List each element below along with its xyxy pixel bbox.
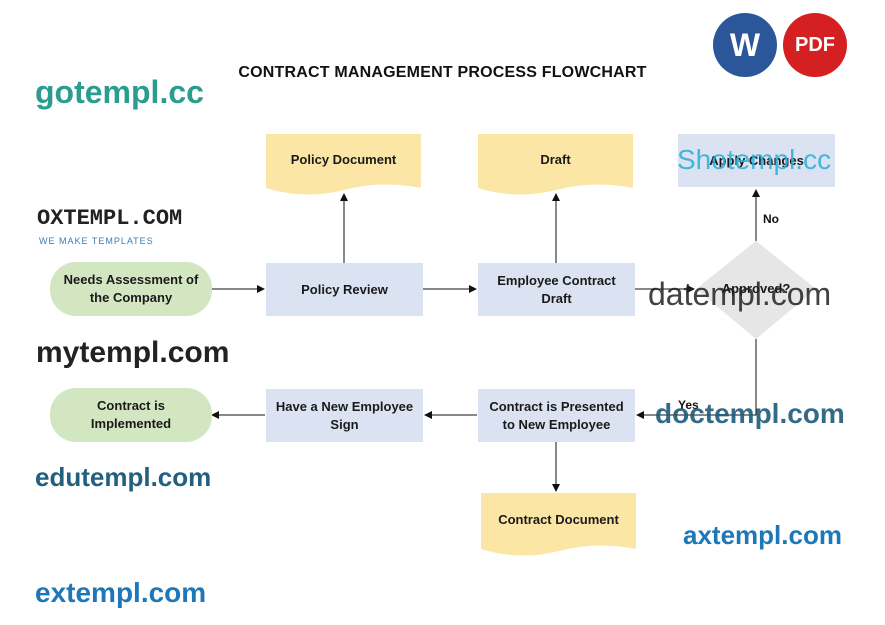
contract-document-label: Contract Document xyxy=(498,512,619,527)
contract-document-node[interactable]: Contract Document xyxy=(481,493,636,559)
no-label: No xyxy=(763,212,779,226)
employee-contract-draft-node[interactable]: Employee Contract Draft xyxy=(478,263,635,316)
draft-node[interactable]: Draft xyxy=(478,134,633,198)
oxtempl-watermark: OXTEMPL.COM xyxy=(37,206,183,231)
policy-review-label: Policy Review xyxy=(301,281,388,297)
yes-label: Yes xyxy=(678,398,699,412)
new-employee-sign-label: Have a New Employee Sign xyxy=(275,398,414,432)
needs-assessment-node[interactable]: Needs Assessment of the Company xyxy=(50,262,212,316)
document-shape xyxy=(478,134,633,195)
contract-implemented-label: Contract is Implemented xyxy=(90,398,172,431)
contract-presented-node[interactable]: Contract is Presented to New Employee xyxy=(478,389,635,442)
policy-document-label: Policy Document xyxy=(290,152,397,167)
apply-changes-node[interactable]: Apply Changes xyxy=(678,134,835,187)
needs-assessment-label: Needs Assessment of the Company xyxy=(63,272,199,305)
axtempl-watermark: axtempl.com xyxy=(683,520,842,550)
decision-diamond xyxy=(696,241,816,339)
oxtempl-tagline: WE MAKE TEMPLATES xyxy=(39,236,154,246)
contract-implemented-node[interactable]: Contract is Implemented xyxy=(50,388,212,442)
datempl-watermark: datempl.com xyxy=(648,276,832,312)
pdf-icon[interactable]: PDF xyxy=(783,13,847,77)
new-employee-sign-node[interactable]: Have a New Employee Sign xyxy=(266,389,423,442)
contract-presented-label: Contract is Presented to New Employee xyxy=(489,398,624,432)
mytempl-watermark: mytempl.com xyxy=(36,336,230,369)
policy-document-node[interactable]: Policy Document xyxy=(266,134,421,198)
edutempl-watermark: edutempl.com xyxy=(35,462,212,492)
apply-changes-label: Apply Changes xyxy=(709,152,804,168)
word-icon[interactable]: W xyxy=(713,13,777,77)
arrow-approved-yes xyxy=(636,339,757,419)
approved-node[interactable]: Approved? xyxy=(706,275,806,303)
doctempl-watermark: doctempl.com xyxy=(655,398,845,429)
approved-label: Approved? xyxy=(721,281,791,296)
page-title: CONTRACT MANAGEMENT PROCESS FLOWCHART xyxy=(238,64,647,81)
document-shape xyxy=(481,493,636,556)
shotempl-watermark: Shotempl.cc xyxy=(677,144,832,175)
draft-label: Draft xyxy=(540,152,571,167)
employee-contract-draft-label: Employee Contract Draft xyxy=(497,272,616,306)
document-shape xyxy=(266,134,421,195)
policy-review-node[interactable]: Policy Review xyxy=(266,263,423,316)
gotempl-watermark: gotempl.cc xyxy=(35,74,204,110)
extempl-watermark: extempl.com xyxy=(35,577,207,608)
